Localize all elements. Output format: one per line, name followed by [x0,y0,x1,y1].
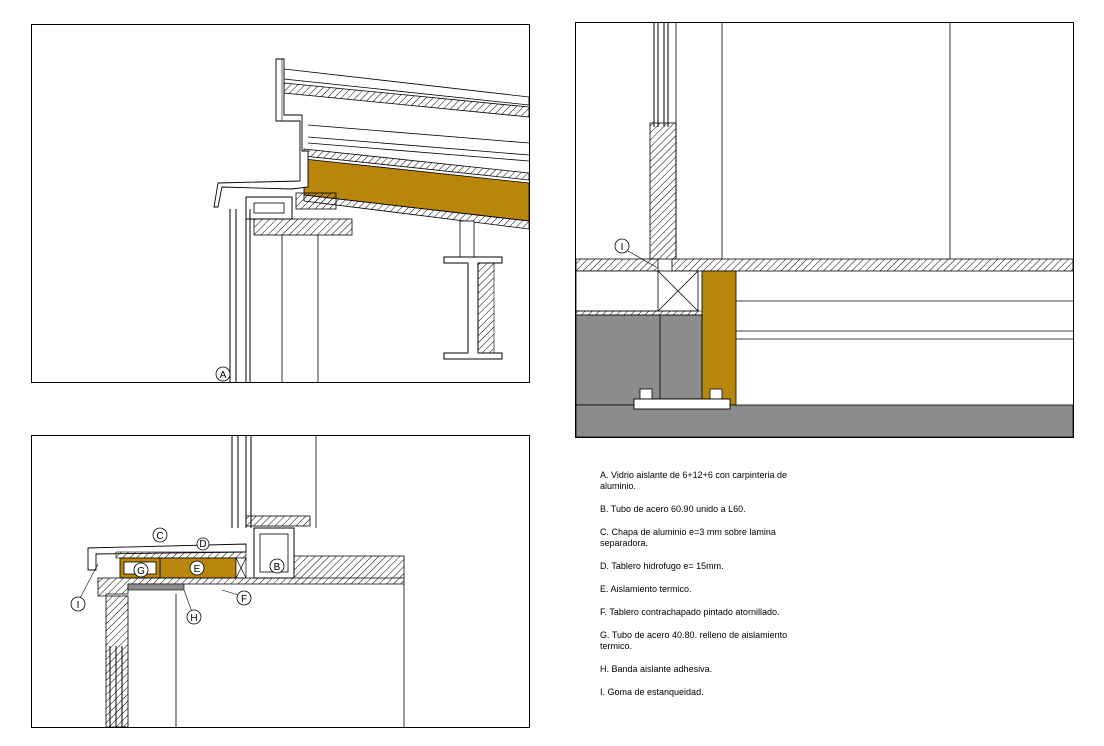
board-d [115,551,247,559]
aluminium-gutter [213,58,309,208]
aluminium-sheet-c [87,543,247,571]
legend-item-f: F. Tablero contrachapado pintado atornil… [600,607,780,617]
legend: A. Vidrio aislante de 6+12+6 con carpint… [600,470,820,710]
label-c: C [156,531,163,542]
label-d: D [199,539,206,550]
legend-item-g: G. Tubo de acero 40.80. relleno de aisla… [600,630,788,651]
steel-i-beam [443,256,503,360]
label-a: A [220,370,227,381]
legend-item-d: D. Tablero hidrofugo e= 15mm. [600,561,724,571]
label-g: G [137,566,145,577]
label-i: I [77,600,80,611]
slab [576,404,1073,437]
legend-item-c: C. Chapa de aluminio e=3 mm sobre lamina… [600,527,776,548]
lintel-board [253,218,353,236]
label-b: B [274,562,281,573]
base-section-drawing: I [576,23,1073,437]
legend-item-b: B. Tubo de acero 60.90 unido a L60. [600,504,746,514]
label-e: E [194,564,201,575]
detail-panel-base-section: I [575,22,1074,438]
label-f: F [241,594,247,605]
legend-item-h: H. Banda aislante adhesiva. [600,664,713,674]
floor-board [671,258,1073,272]
concrete-foundation [576,314,703,406]
insulation-block [701,270,737,406]
detail-panel-sill-section: C D G E B F I H [31,435,530,728]
wall-board [649,122,677,260]
label-i-base: I [621,242,624,253]
legend-item-a: A. Vidrio aislante de 6+12+6 con carpint… [600,470,787,491]
legend-item-i: I. Goma de estanqueidad. [600,687,704,697]
label-h: H [190,613,197,624]
sill-section-drawing: C D G E B F I H [70,436,405,727]
detail-panel-roof-section: A [31,24,530,383]
roof-section-drawing: A [213,58,529,382]
legend-item-e: E. Aislamiento termico. [600,584,692,594]
adhesive-band-h [127,583,185,591]
